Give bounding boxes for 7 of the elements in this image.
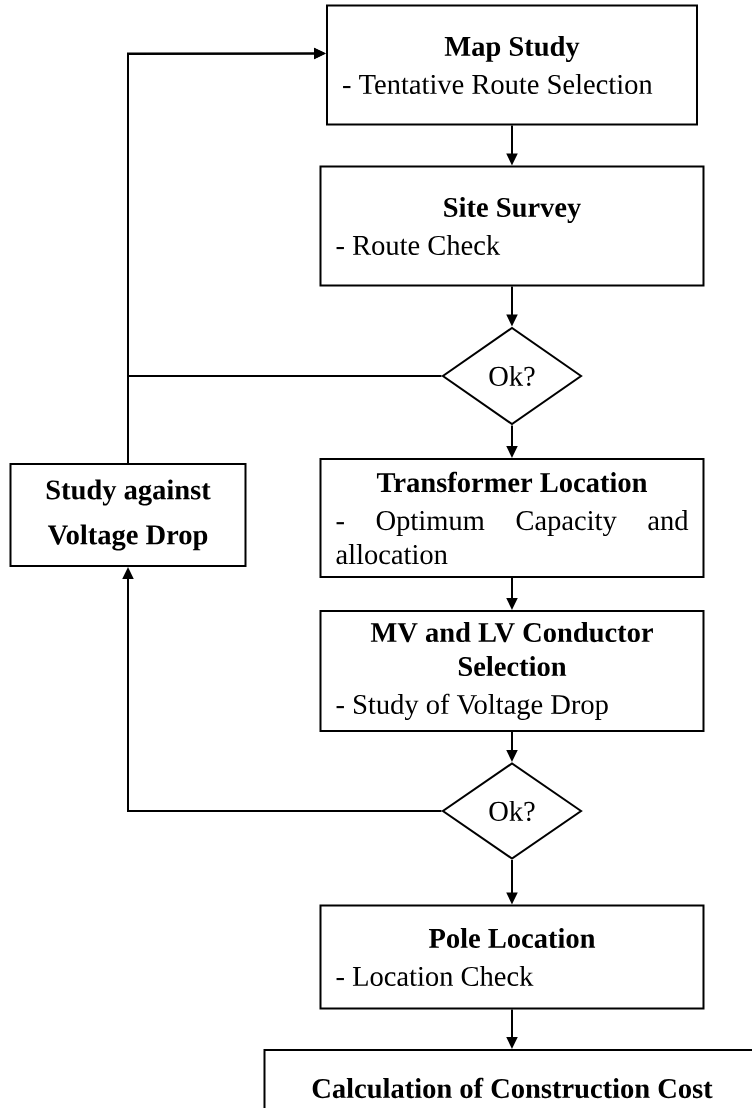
process-box: Pole Location - Location Check xyxy=(319,904,705,1010)
process-box: Transformer Location - Optimum Capacity and allocation xyxy=(319,458,705,578)
process-box: MV and LV Conductor Selection - Study of Voltage Drop xyxy=(319,610,705,732)
process-box: Calculation of Construction Cost xyxy=(263,1049,752,1108)
process-box: Map Study - Tentative Route Selection xyxy=(326,4,698,126)
process-box: Site Survey - Route Check xyxy=(319,165,705,287)
process-box: Study against Voltage Drop xyxy=(9,463,247,567)
